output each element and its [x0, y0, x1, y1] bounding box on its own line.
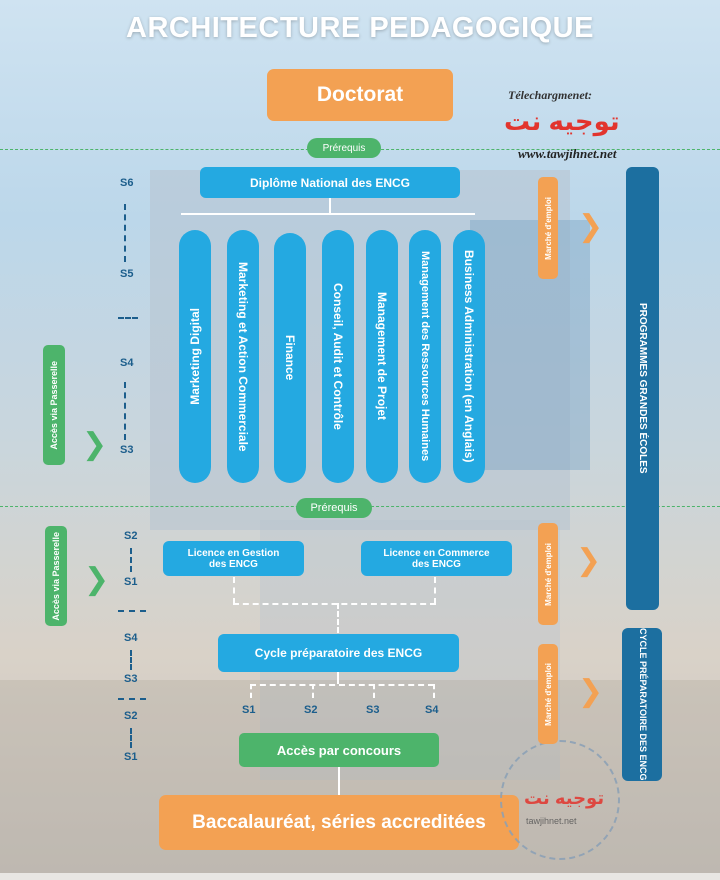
acces-concours-box: Accès par concours: [239, 733, 439, 767]
diplome-connector-h: [181, 213, 475, 215]
cycle-preparatoire-box: Cycle préparatoire des ENCG: [218, 634, 459, 672]
prerequis-mid-badge: Prérequis: [296, 498, 372, 518]
semester-label: S6: [120, 177, 134, 189]
specialite-label: Finance: [283, 335, 297, 381]
connector: [337, 672, 339, 684]
prerequis-top-badge: Prérequis: [307, 138, 381, 158]
watermark-stamp-brand: توجيه نت: [524, 788, 605, 808]
semester-label: S2: [124, 530, 138, 542]
licence-gestion-box: Licence en Gestion des ENCG: [163, 541, 304, 576]
watermark-stamp-url: tawjihnet.net: [526, 816, 577, 826]
specialite-label: Management des Ressources Humaines: [419, 251, 431, 462]
specialite-management-rh: Management des Ressources Humaines: [409, 230, 441, 483]
diplome-box: Diplôme National des ENCG: [200, 167, 460, 198]
diplome-connector-v: [329, 198, 331, 214]
programmes-grandes-ecoles-box: PROGRAMMES GRANDES ÉCOLES: [626, 167, 659, 610]
semester-axis: [130, 650, 132, 670]
semester-axis: [130, 728, 132, 748]
connector: [250, 684, 434, 686]
semester-label: S4: [425, 704, 439, 716]
marche-emploi-badge-3: Marché d'emploi: [538, 644, 558, 744]
semester-axis: [124, 204, 126, 262]
connector: [434, 577, 436, 604]
connector: [373, 684, 375, 698]
watermark-brand: توجيه نت: [504, 106, 620, 136]
semester-axis: [124, 382, 126, 440]
doctorat-box: Doctorat: [267, 69, 453, 121]
connector: [433, 684, 435, 698]
marche-emploi-badge-2: Marché d'emploi: [538, 523, 558, 625]
specialite-label: Conseil, Audit et Contrôle: [331, 283, 345, 430]
specialite-business-admin: Business Administration (en Anglais): [453, 230, 485, 483]
marche-arrow-3: ❯: [578, 675, 604, 708]
marche-arrow-2: ❯: [576, 544, 602, 577]
specialite-marketing-action: Marketing et Action Commerciale: [227, 230, 259, 483]
connector: [250, 684, 252, 698]
passerelle-badge-1: Accès via Passerelle: [43, 345, 65, 465]
semester-separator: [118, 317, 138, 319]
connector: [233, 603, 436, 605]
semester-axis: [130, 548, 132, 572]
marche-emploi-badge-1: Marché d'emploi: [538, 177, 558, 279]
baccalaureat-box: Baccalauréat, séries accreditées: [159, 795, 519, 850]
specialite-finance: Finance: [274, 233, 306, 483]
specialite-label: Marketing Digital: [188, 308, 202, 405]
concours-connector: [338, 767, 340, 795]
semester-label: S5: [120, 268, 134, 280]
semester-label: S1: [242, 704, 256, 716]
page-title: ARCHITECTURE PEDAGOGIQUE: [126, 12, 594, 44]
semester-label: S3: [124, 673, 138, 685]
semester-label: S1: [124, 751, 138, 763]
semester-separator: [118, 610, 146, 612]
passerelle-badge-2: Accès via Passerelle: [45, 526, 67, 626]
semester-label: S1: [124, 576, 138, 588]
connector: [337, 603, 339, 633]
watermark-top: Télechargmenet: توجيه نت www.tawjihnet.n…: [500, 88, 670, 168]
semester-label: S2: [124, 710, 138, 722]
specialite-marketing-digital: Marketing Digital: [179, 230, 211, 483]
watermark-stamp: توجيه نت tawjihnet.net: [500, 740, 620, 860]
connector: [312, 684, 314, 698]
specialite-management-projet: Management de Projet: [366, 230, 398, 483]
semester-separator: [118, 698, 146, 700]
marche-arrow-1: ❯: [578, 210, 604, 243]
specialite-label: Management de Projet: [375, 292, 389, 421]
connector: [233, 577, 235, 604]
specialite-conseil-audit: Conseil, Audit et Contrôle: [322, 230, 354, 483]
semester-label: S2: [304, 704, 318, 716]
semester-label: S4: [124, 632, 138, 644]
watermark-label: Télechargmenet:: [508, 88, 592, 102]
semester-label: S3: [120, 444, 134, 456]
passerelle-arrow-2: ❯: [84, 563, 110, 596]
specialite-label: Business Administration (en Anglais): [462, 250, 476, 463]
specialite-label: Marketing et Action Commerciale: [236, 261, 250, 452]
licence-commerce-box: Licence en Commerce des ENCG: [361, 541, 512, 576]
passerelle-arrow-1: ❯: [82, 428, 108, 461]
semester-label: S3: [366, 704, 380, 716]
semester-label: S4: [120, 357, 134, 369]
cycle-preparatoire-side-box: CYCLE PRÉPARATOIRE DES ENCG: [622, 628, 662, 781]
